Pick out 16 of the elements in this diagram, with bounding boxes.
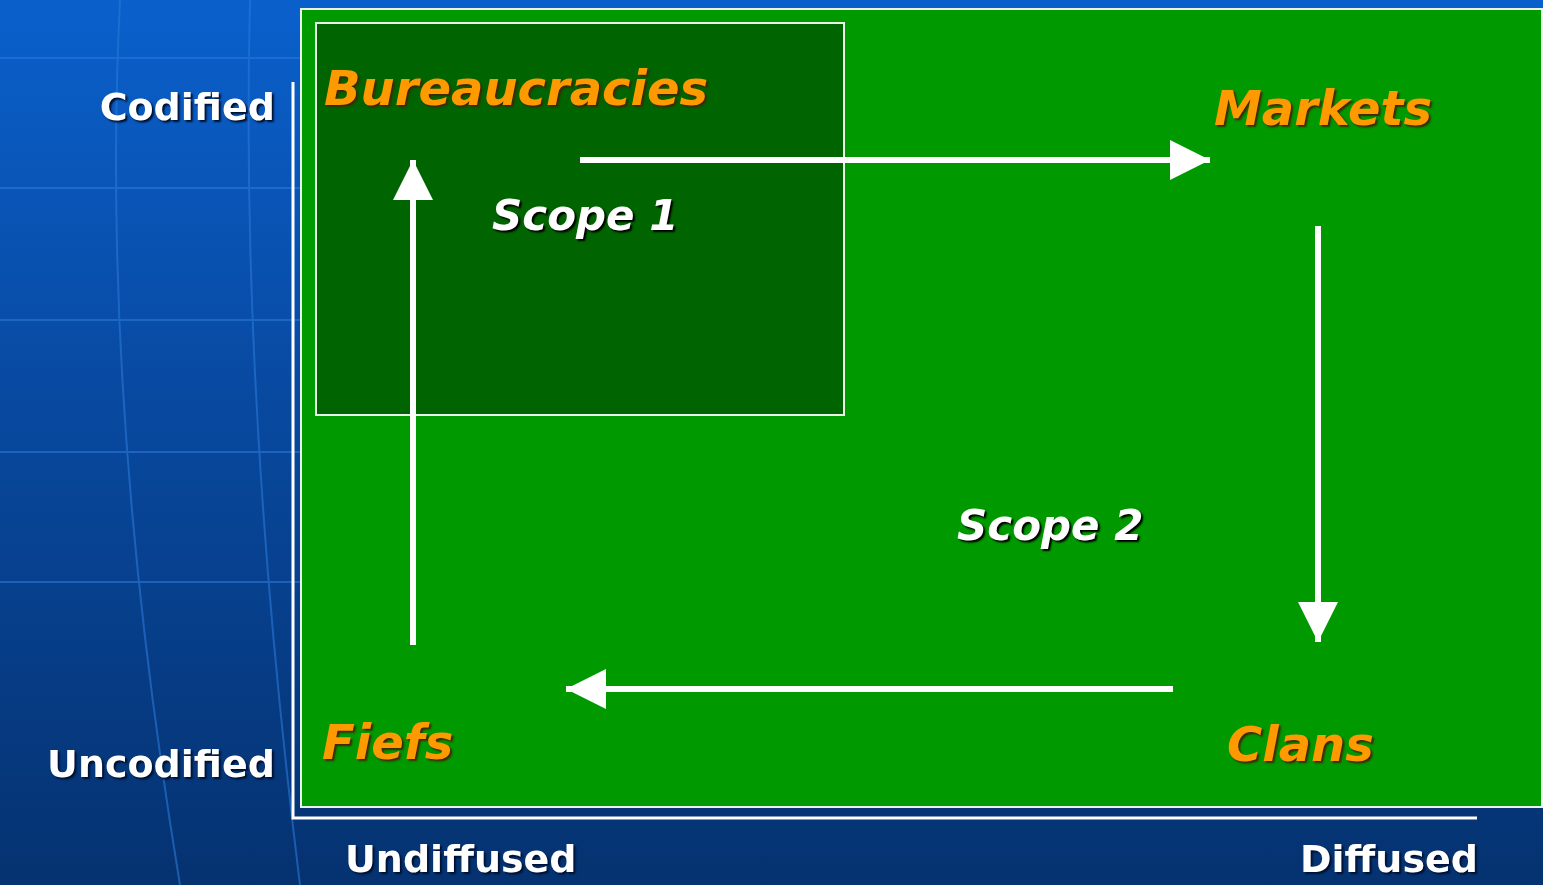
organization-type-label: Fiefs xyxy=(322,718,454,766)
axis-label: Codified xyxy=(98,88,275,126)
organization-type-label: Clans xyxy=(1227,720,1374,768)
scope-label: Scope 1 xyxy=(492,195,679,237)
arrow xyxy=(580,140,1210,180)
axis-label: Uncodified xyxy=(46,745,275,783)
scope-label: Scope 2 xyxy=(957,505,1144,547)
axis-label: Diffused xyxy=(1300,840,1478,878)
axis-label: Undiffused xyxy=(345,840,577,878)
organization-type-label: Bureaucracies xyxy=(324,64,709,112)
scope-panel xyxy=(300,8,1543,808)
organization-type-label: Markets xyxy=(1214,84,1433,132)
arrow xyxy=(1298,226,1338,642)
arrow xyxy=(393,160,433,645)
scope-panel xyxy=(315,22,845,416)
arrow xyxy=(566,669,1173,709)
